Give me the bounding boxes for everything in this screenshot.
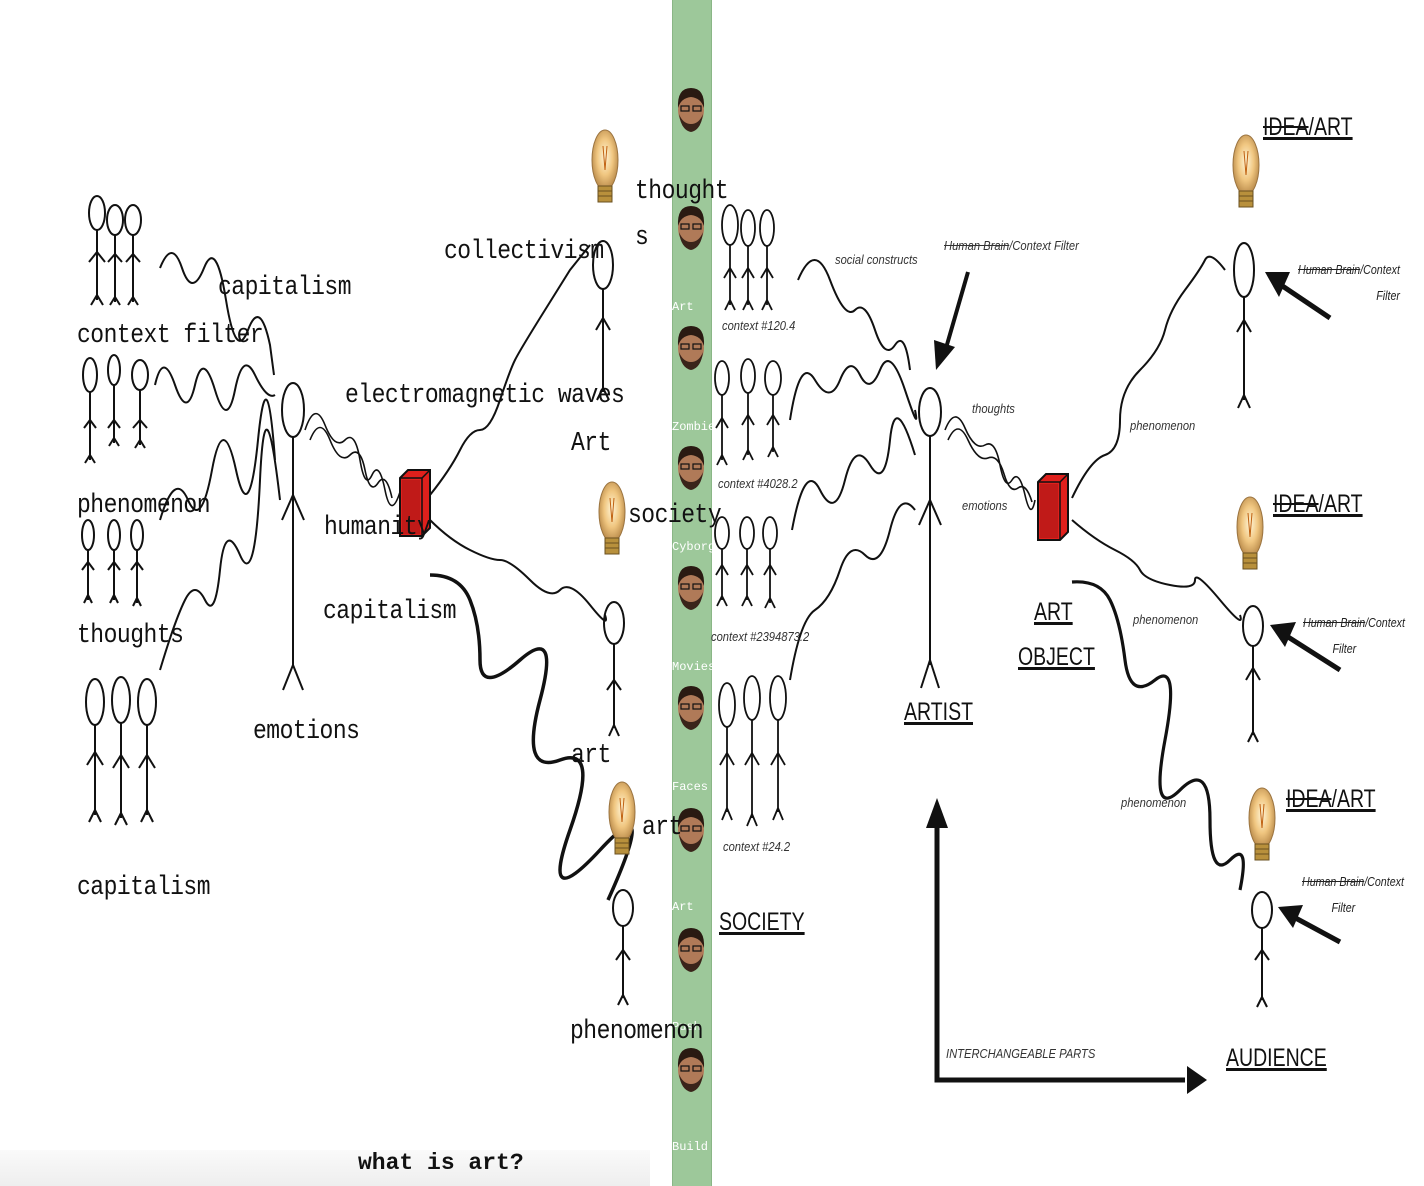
strip-word: Build <box>672 1140 709 1154</box>
lightbulb-icon <box>1248 787 1276 861</box>
strip-word: Zombie <box>672 420 716 434</box>
label-idea-art: IDEA/ART <box>1263 113 1353 142</box>
label-idea-art: IDEA/ART <box>1273 490 1363 519</box>
struck-text: IDEA <box>1286 785 1332 813</box>
label-capitalism-bottom: capitalism <box>77 872 211 902</box>
label-emotions: emotions <box>253 716 360 746</box>
filter-line2: Filter <box>1376 288 1400 303</box>
label-phenomenon-right: phenomenon <box>1133 612 1199 627</box>
bottom-bar <box>0 1150 650 1186</box>
lightbulb-icon <box>591 129 619 203</box>
strip-word: Cyborg <box>672 540 716 554</box>
label-phenomenon: phenomenon <box>77 490 211 520</box>
label-art-object-line2: OBJECT <box>1018 643 1095 671</box>
label-electromagnetic-waves: electromagnetic waves <box>345 380 625 410</box>
lightbulb-icon <box>1232 134 1260 208</box>
label-thoughts-head-cont: s <box>635 222 649 252</box>
label-society-caps: SOCIETY <box>719 908 805 936</box>
filter-rest: /Context <box>1365 615 1405 630</box>
label-thoughts-head: thought <box>635 176 729 206</box>
label-audience: AUDIENCE <box>1226 1044 1327 1072</box>
label-humanity: humanity <box>324 512 431 542</box>
label-phenomenon-right: phenomenon <box>1121 795 1187 810</box>
label-idea-art: IDEA/ART <box>1286 785 1376 814</box>
label-context-filter-header: Human Brain/Context Filter <box>944 238 1079 253</box>
label-art-lower: art <box>571 740 611 770</box>
idea-rest: /ART <box>1331 785 1376 813</box>
label-phenomenon-bottom: phenomenon <box>570 1016 704 1046</box>
struck-text: Human Brain <box>944 238 1010 253</box>
strip-word: Push <box>672 1020 701 1034</box>
label-thoughts-right: thoughts <box>972 401 1015 416</box>
filter-line2: Filter <box>1332 641 1357 656</box>
strip-word: Art <box>672 300 694 314</box>
filter-rest: /Context <box>1360 262 1400 277</box>
label-art-object-line1: ART <box>1034 598 1073 626</box>
struck-text: IDEA <box>1263 113 1309 141</box>
label-phenomenon-right: phenomenon <box>1130 418 1196 433</box>
label-context: context #4028.2 <box>718 476 798 491</box>
label-capitalism-top: capitalism <box>218 272 352 302</box>
filter-line2: Filter <box>1331 900 1356 915</box>
label-social-constructs: social constructs <box>835 252 918 267</box>
label-artist: ARTIST <box>904 698 973 726</box>
label-art-upper: Art <box>571 428 611 458</box>
label-context: context #2394873.2 <box>711 629 810 644</box>
idea-rest: /ART <box>1308 113 1353 141</box>
label-context: context #24.2 <box>723 839 791 854</box>
page-title: what is art? <box>358 1150 524 1176</box>
label-society: society <box>628 500 722 530</box>
label-emotions-right: emotions <box>962 498 1008 513</box>
idea-rest: /ART <box>1318 490 1363 518</box>
struck-text: Human Brain <box>1298 262 1361 277</box>
struck-text: Human Brain <box>1302 874 1365 889</box>
lightbulb-icon <box>598 481 626 555</box>
red-box-right <box>1037 473 1069 541</box>
label-capitalism-mid: capitalism <box>323 596 457 626</box>
filter-rest: /Context <box>1364 874 1404 889</box>
label-context-filter: context filter <box>77 320 264 350</box>
label-context: context #120.4 <box>722 318 796 333</box>
lightbulb-icon <box>1236 496 1264 570</box>
header-rest: /Context Filter <box>1009 238 1079 253</box>
label-interchangeable-parts: INTERCHANGEABLE PARTS <box>946 1046 1096 1061</box>
strip-word: Art <box>672 900 694 914</box>
label-art-tail: art <box>642 812 682 842</box>
label-collectivism: collectivism <box>444 236 604 266</box>
struck-text: Human Brain <box>1303 615 1366 630</box>
label-thoughts: thoughts <box>77 620 184 650</box>
strip-word: Faces <box>672 780 709 794</box>
struck-text: IDEA <box>1273 490 1319 518</box>
strip-word: Movies <box>672 660 716 674</box>
